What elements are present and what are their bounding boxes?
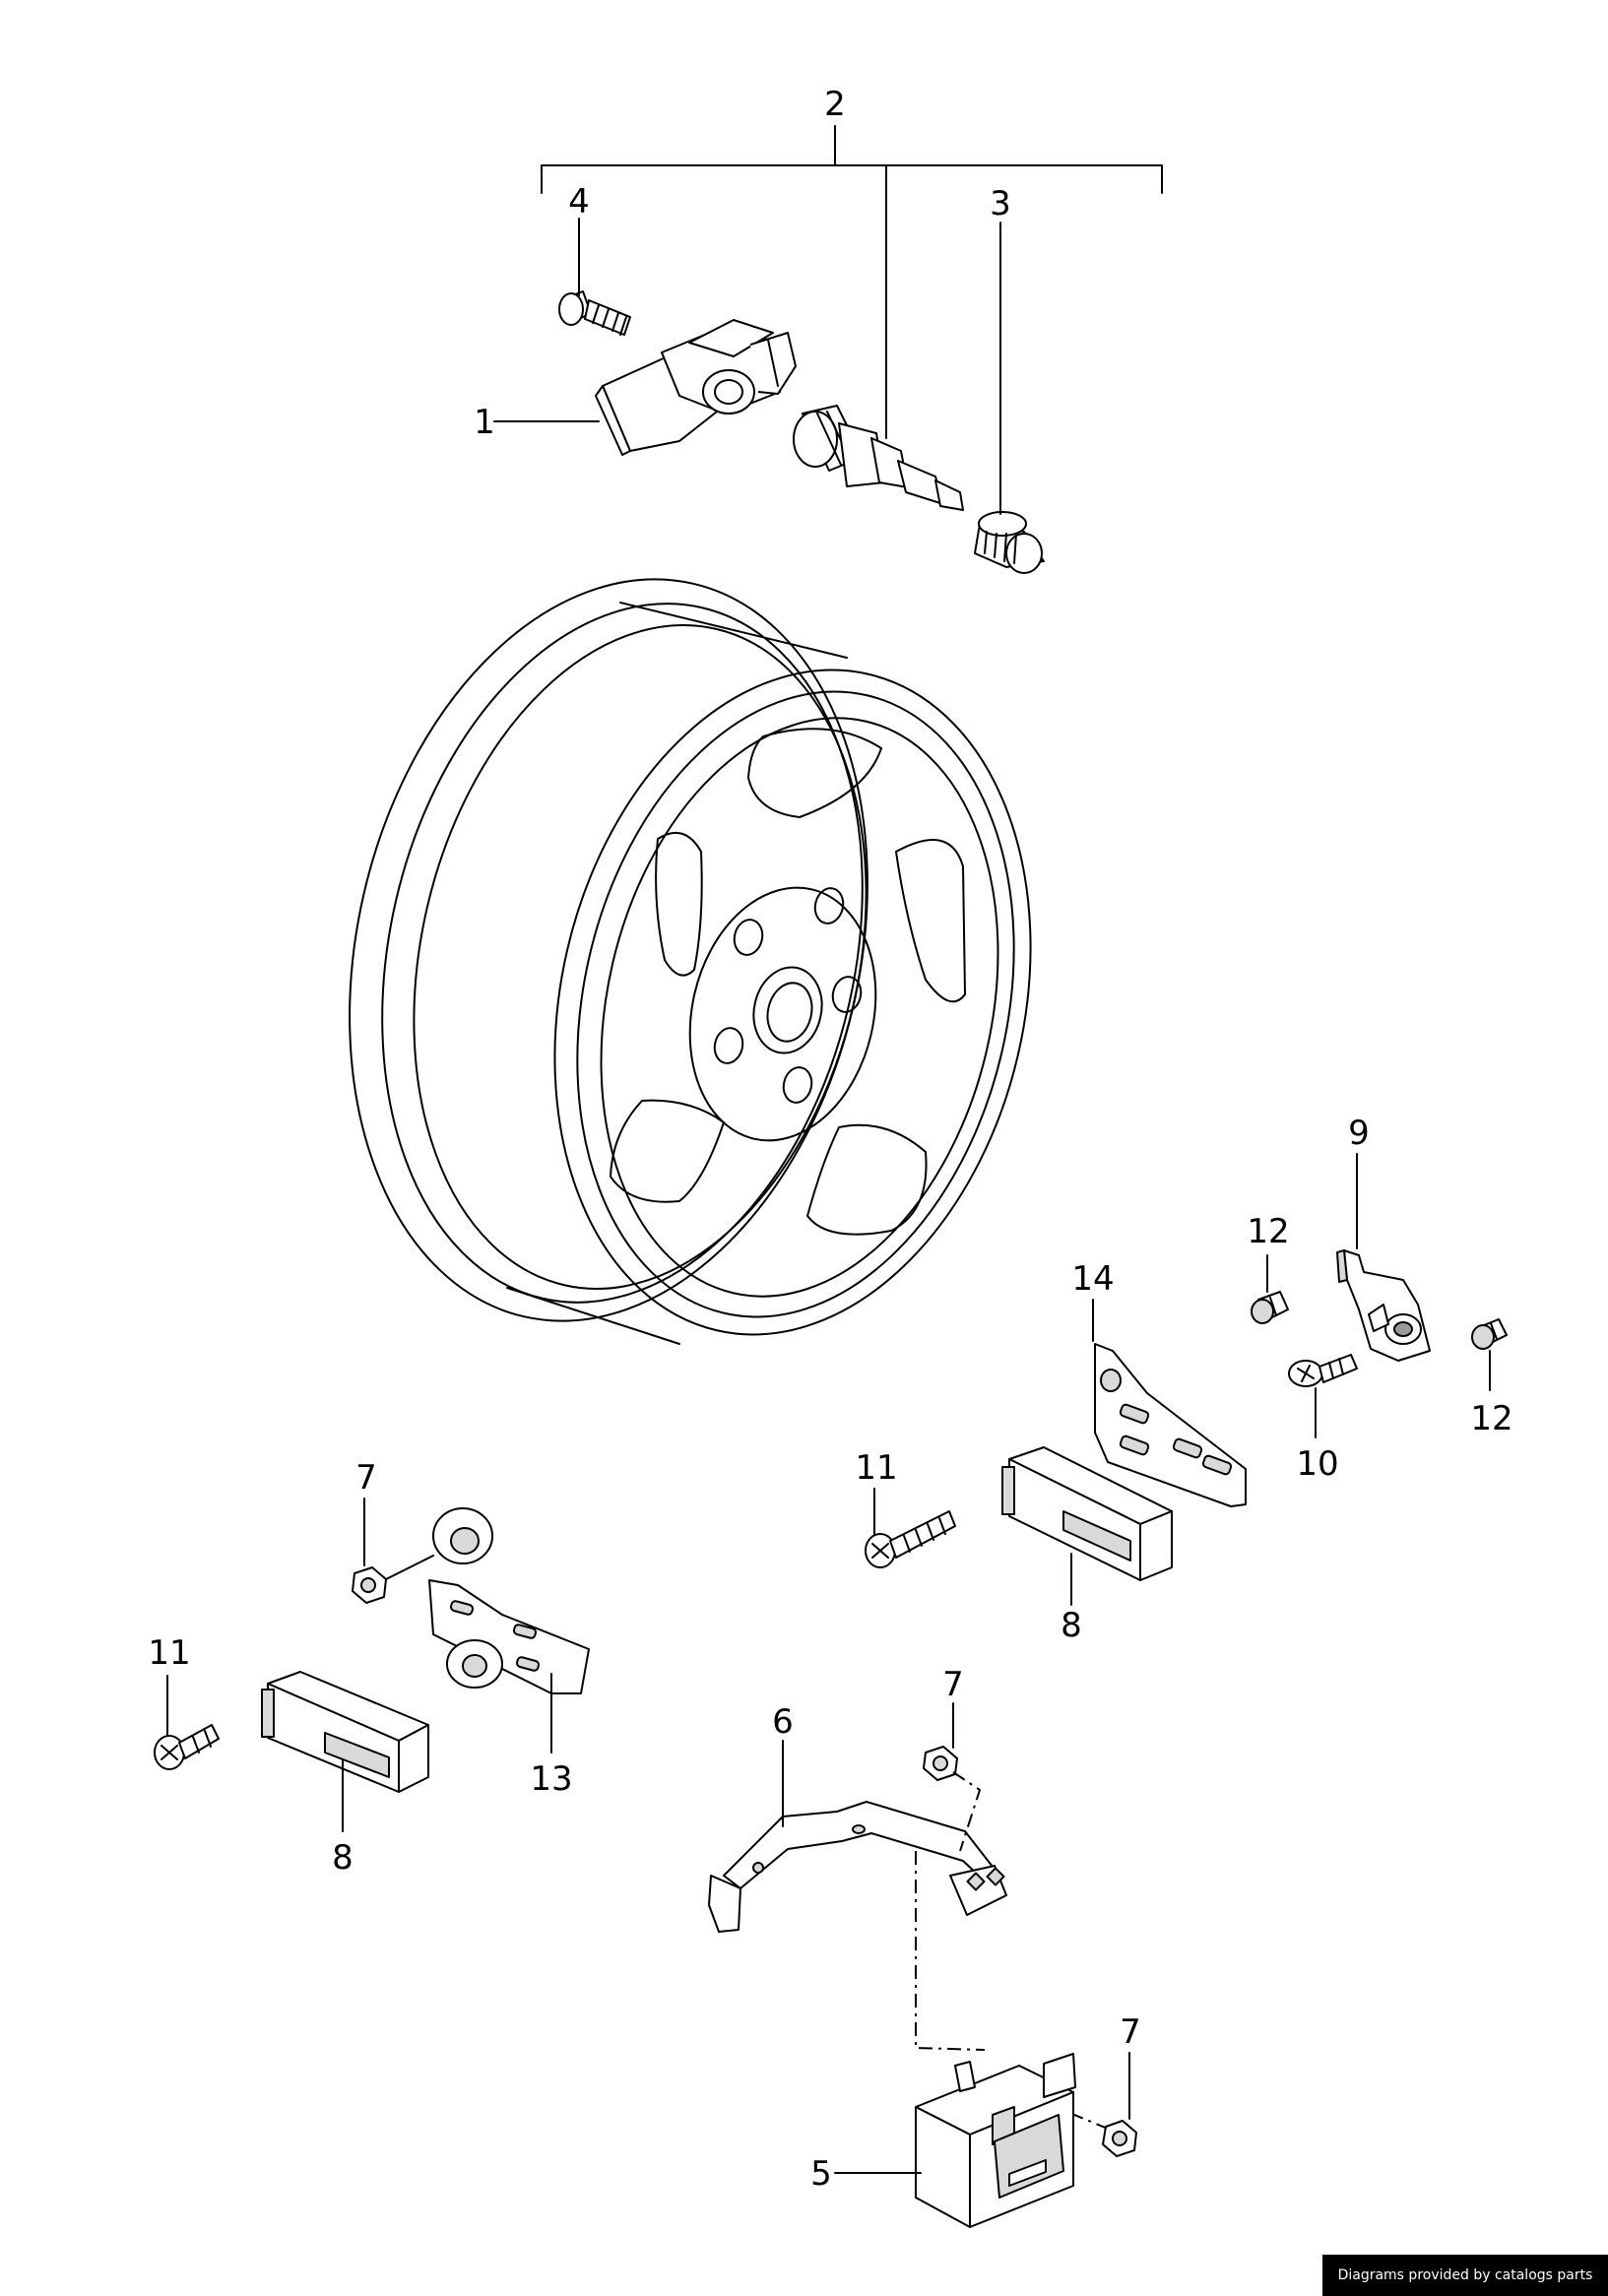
callout-7-middle: 7 xyxy=(942,1665,964,1704)
callout-1: 1 xyxy=(474,403,495,442)
tpms-sensor-part xyxy=(595,319,797,456)
nut-7c-part xyxy=(1102,2120,1137,2157)
callout-9: 9 xyxy=(1348,1114,1370,1153)
callout-7-lower: 7 xyxy=(1120,2012,1141,2052)
callout-labels: 2 4 3 1 9 12 14 12 10 11 8 7 7 11 13 6 8… xyxy=(148,85,1512,2194)
sensor-screw-part xyxy=(558,290,631,336)
diagram-credit-badge: Diagrams provided by catalogs parts xyxy=(1322,2255,1608,2296)
antenna-8b-part xyxy=(261,1671,429,1793)
screw-12b-part xyxy=(1471,1318,1508,1350)
screw-11a-part xyxy=(865,1510,956,1568)
callout-8-left: 8 xyxy=(332,1838,354,1878)
callout-14: 14 xyxy=(1071,1259,1114,1299)
valve-cap-part xyxy=(974,511,1045,574)
callout-8-right: 8 xyxy=(1061,1606,1082,1645)
bracket-14-part xyxy=(1094,1343,1247,1507)
callout-10: 10 xyxy=(1296,1444,1338,1484)
antenna-8a-part xyxy=(1001,1446,1173,1581)
callout-7-left: 7 xyxy=(355,1458,377,1498)
bracket-13-part xyxy=(428,1507,590,1694)
screw-10-part xyxy=(1288,1354,1358,1387)
callout-11-left: 11 xyxy=(148,1633,190,1673)
screw-11b-part xyxy=(154,1724,220,1770)
callout-11-right: 11 xyxy=(855,1448,897,1488)
valve-stem-part xyxy=(793,405,964,511)
callout-2: 2 xyxy=(824,85,846,124)
item-2-group-bracket xyxy=(541,125,1163,439)
screw-12a-part xyxy=(1251,1291,1289,1324)
wheel-part xyxy=(349,578,1032,1345)
callout-6: 6 xyxy=(772,1702,794,1742)
nut-7a-part xyxy=(352,1555,434,1604)
bracket-9-part xyxy=(1336,1249,1431,1362)
callout-13: 13 xyxy=(530,1759,572,1799)
callout-4: 4 xyxy=(568,182,590,222)
bracket-6-part xyxy=(708,1801,1007,1933)
callout-3: 3 xyxy=(990,184,1011,223)
callout-12-upper: 12 xyxy=(1247,1212,1289,1251)
control-unit-5-part xyxy=(915,2053,1076,2228)
callout-12-lower: 12 xyxy=(1470,1399,1512,1438)
nut-7b-part xyxy=(923,1746,958,1781)
callout-5: 5 xyxy=(810,2154,832,2194)
leader-lines xyxy=(166,218,1491,2174)
